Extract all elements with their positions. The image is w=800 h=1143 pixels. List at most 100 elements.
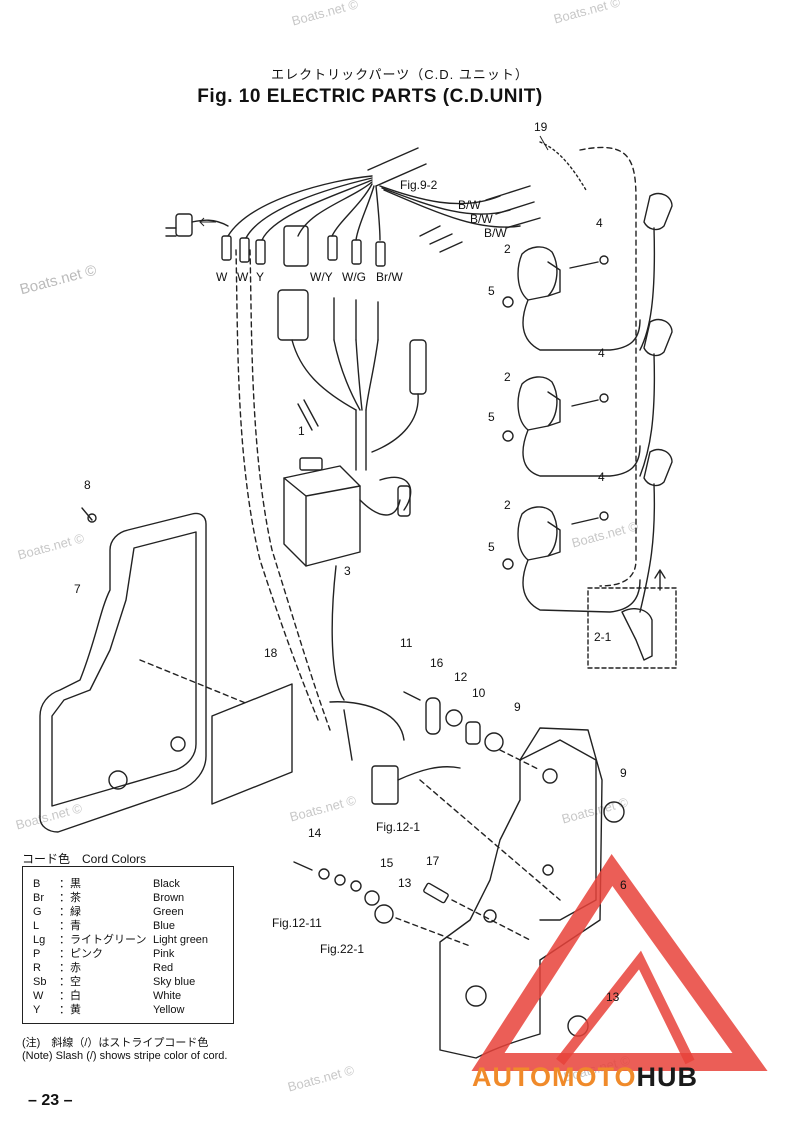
callout-2-1: 2-1 [594, 630, 612, 644]
legend-en: Pink [153, 948, 175, 960]
plug-cap [643, 318, 673, 357]
note-japanese: (注) 斜線（/）はストライプコード色 [22, 1037, 209, 1049]
callout-5: 5 [488, 410, 495, 424]
callout-16: 16 [430, 656, 444, 670]
rectifier [371, 765, 399, 805]
callout-9: 9 [620, 766, 627, 780]
callout-13: 13 [606, 990, 620, 1004]
callout-2: 2 [504, 370, 511, 384]
legend-row: Sb ：空 Sky blue [23, 975, 233, 989]
callout-4: 4 [598, 470, 605, 484]
terminal [327, 235, 338, 261]
wire-sleeve [409, 339, 427, 395]
wire [245, 177, 373, 239]
callout-4: 4 [598, 346, 605, 360]
legend-en: Yellow [153, 1004, 185, 1016]
title-english: Fig. 10 ELECTRIC PARTS (C.D.UNIT) [197, 86, 543, 107]
legend-en: Green [153, 906, 184, 918]
wire-label: Br/W [376, 270, 403, 284]
terminal [221, 235, 232, 261]
page-number: – 23 – [28, 1092, 73, 1109]
legend-code: R [33, 962, 41, 974]
coupler [283, 225, 309, 267]
automotohub-logo-mark [471, 854, 768, 1071]
connector [175, 213, 193, 237]
spacer [425, 697, 441, 735]
legend-code: Sb [33, 976, 47, 988]
wire-label: W [216, 270, 228, 284]
legend-jp: ：ピンク [59, 948, 103, 960]
callout-2: 2 [504, 498, 511, 512]
legend-code: B [33, 878, 41, 890]
legend-row: R ：赤 Red [23, 961, 233, 975]
legend-code: Br [33, 892, 44, 904]
wire-label: B/W [484, 226, 507, 240]
reference-fig12-1: Fig.12-1 [376, 820, 421, 834]
note-english: (Note) Slash (/) shows stripe color of c… [22, 1050, 228, 1062]
callout-8: 8 [84, 478, 91, 492]
wire-label: Y [256, 270, 265, 284]
legend-jp: ：黒 [59, 878, 81, 890]
harness-sheath [367, 147, 427, 187]
callout-4: 4 [596, 216, 603, 230]
legend-en: Light green [153, 934, 209, 946]
legend-code: G [33, 906, 42, 918]
callout-10: 10 [472, 686, 486, 700]
callout-9: 9 [514, 700, 521, 714]
plug-cap [643, 192, 673, 231]
plug-cap [643, 448, 673, 487]
legend-jp: ：ライトグリーン [59, 934, 147, 946]
wire [355, 185, 375, 241]
legend-en: White [153, 990, 182, 1002]
terminal [351, 239, 362, 265]
terminal [255, 239, 266, 265]
legend-row: W ：白 White [23, 989, 233, 1003]
legend-code: Y [33, 1004, 41, 1016]
wire [383, 189, 521, 228]
ignition-coil [517, 376, 641, 477]
legend-jp: ：赤 [59, 962, 81, 974]
wire-label: B/W [458, 198, 481, 212]
legend-jp: ：白 [59, 990, 81, 1002]
legend-code: W [33, 990, 44, 1002]
callout-5: 5 [488, 540, 495, 554]
ignition-coil [517, 506, 641, 613]
callout-5: 5 [488, 284, 495, 298]
callout-6: 6 [620, 878, 627, 892]
cd-unit [283, 465, 361, 567]
legend-code: L [33, 920, 40, 932]
callout-3: 3 [344, 564, 351, 578]
legend-en: Red [153, 962, 174, 974]
reference-fig12-11: Fig.12-11 [272, 916, 322, 930]
callout-17: 17 [426, 854, 440, 868]
callout-1: 1 [298, 424, 305, 438]
logo-part-1: AUTOMOTO [472, 1062, 637, 1092]
wire-label: B/W [470, 212, 493, 226]
legend-row: Br ：茶 Brown [23, 891, 233, 905]
automotohub-logo-text: AUTOMOTOHUB [472, 1062, 698, 1093]
terminal [239, 237, 250, 263]
wire-label: W/Y [310, 270, 333, 284]
wire [297, 181, 373, 237]
wire [379, 185, 501, 205]
logo-part-2: HUB [636, 1062, 699, 1092]
legend-row: B ：黒 Black [23, 877, 233, 891]
legend-jp: ：空 [59, 976, 81, 988]
wire [261, 179, 373, 241]
callout-13: 13 [398, 876, 412, 890]
wire-label: W/G [342, 270, 366, 284]
legend-en: Black [153, 878, 180, 890]
legend-jp: ：茶 [59, 892, 81, 904]
ignition-coil [517, 246, 641, 351]
mating-coupler [277, 289, 309, 341]
inset-box [587, 587, 677, 669]
legend-en: Brown [153, 892, 185, 904]
legend-en: Sky blue [153, 976, 196, 988]
reference-fig22-1: Fig.22-1 [320, 942, 365, 956]
legend-heading: コード色 Cord Colors [22, 852, 147, 866]
callout-11: 11 [400, 636, 413, 650]
